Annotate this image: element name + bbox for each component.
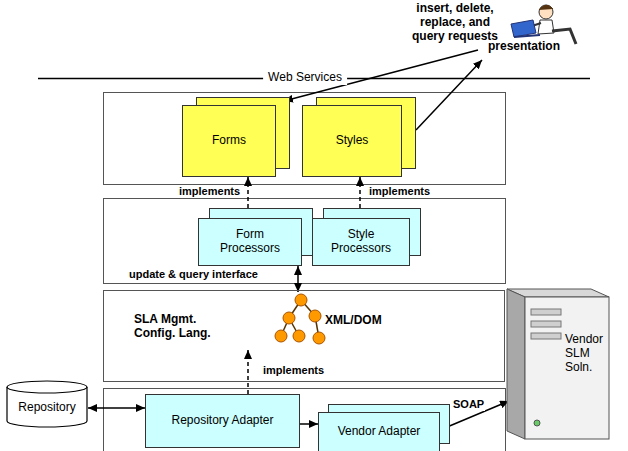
tree-label: XML/DOM xyxy=(325,314,382,328)
connector xyxy=(416,60,482,130)
presentation-note: presentation xyxy=(488,40,560,54)
server-figure: Vendor SLM Soln. xyxy=(503,283,613,443)
edge-label: SOAP xyxy=(452,398,485,411)
request-note: insert, delete, replace, and query reque… xyxy=(405,2,505,43)
processor-box: Form Processors xyxy=(198,218,302,266)
box-label: Forms xyxy=(212,134,246,148)
form-box: Forms xyxy=(182,105,276,177)
box-label: Vendor Adapter xyxy=(338,425,421,439)
connector xyxy=(300,423,318,425)
connector xyxy=(247,350,249,394)
repository-cylinder: Repository xyxy=(6,380,88,428)
tier-band xyxy=(104,199,506,284)
processor-box: Style Processors xyxy=(312,218,410,266)
edge-label: implements xyxy=(368,185,431,198)
edge-label: update & query interface xyxy=(128,268,259,281)
tier-band xyxy=(104,389,506,451)
band-title: SLA Mgmt. Config. Lang. xyxy=(134,313,230,341)
edge-label: implements xyxy=(262,364,325,377)
connector xyxy=(297,266,299,292)
connector xyxy=(88,407,145,409)
adapter-box: Vendor Adapter xyxy=(318,412,440,451)
box-label: Styles xyxy=(336,134,369,148)
band-label: Web Services xyxy=(263,71,347,85)
box-label: Style Processors xyxy=(325,228,397,256)
connector xyxy=(247,177,249,208)
dom-tree: XML/DOM xyxy=(269,292,391,348)
box-label: Form Processors xyxy=(214,228,286,256)
style-box: Styles xyxy=(302,105,402,177)
server-label: Vendor SLM Soln. xyxy=(565,333,609,374)
edge-label: implements xyxy=(178,185,241,198)
server-figure-art xyxy=(503,283,613,443)
tier-band xyxy=(104,93,506,185)
box-label: Repository xyxy=(18,401,75,415)
adapter-box: Repository Adapter xyxy=(145,394,300,448)
user-figure: insert, delete, replace, and query reque… xyxy=(400,0,600,75)
connector xyxy=(359,177,361,208)
box-label: Repository Adapter xyxy=(171,414,273,428)
